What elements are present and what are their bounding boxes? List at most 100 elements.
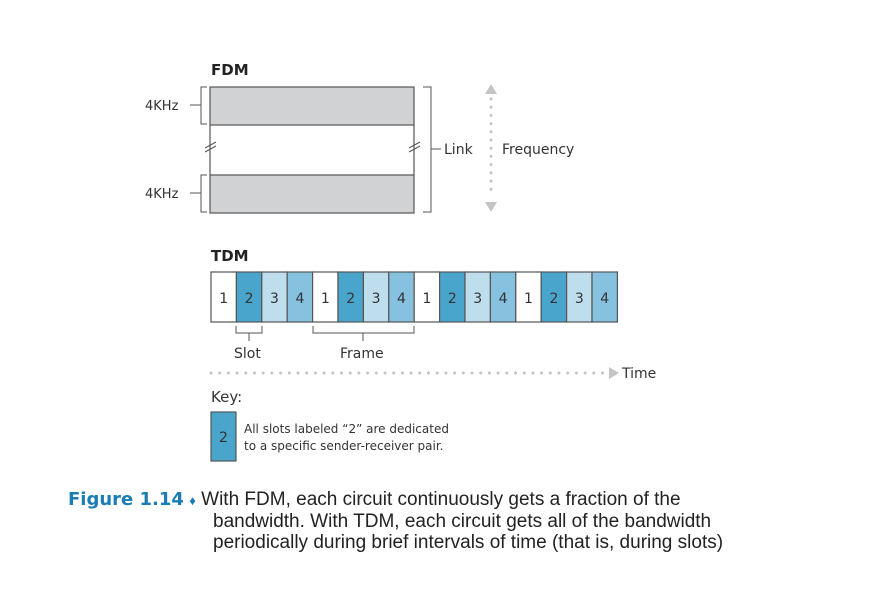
- key-sample-slot: [210, 411, 237, 462]
- band-label-top: 4KHz: [145, 99, 179, 114]
- dot: [409, 371, 413, 375]
- tdm-slot: 2: [337, 271, 364, 323]
- dot: [489, 113, 493, 117]
- fdm-title: FDM: [211, 61, 249, 79]
- tdm-slot-label: 3: [372, 291, 381, 307]
- dot: [479, 371, 483, 375]
- frame-label: Frame: [340, 346, 384, 362]
- key-description-line2: to a specific sender-receiver pair.: [244, 439, 443, 453]
- dot: [557, 371, 561, 375]
- dot: [489, 97, 493, 101]
- bracket-top-band: [190, 86, 207, 125]
- frequency-label: Frequency: [502, 142, 574, 158]
- dot: [489, 187, 493, 191]
- tdm-slot-label: 2: [346, 291, 355, 307]
- tdm-slot-label: 4: [499, 291, 508, 307]
- dot: [601, 371, 604, 375]
- tdm-slot-box: [312, 271, 339, 323]
- break-mark-left: [204, 141, 217, 153]
- dot: [489, 171, 493, 175]
- dot: [305, 371, 309, 375]
- caption-separator: ♦: [189, 493, 196, 508]
- dot: [279, 371, 283, 375]
- dot: [226, 371, 230, 375]
- dot: [470, 371, 474, 375]
- dot: [383, 371, 387, 375]
- dot: [435, 371, 439, 375]
- tdm-slot: 1: [210, 271, 237, 323]
- tdm-slot-label: 2: [549, 291, 558, 307]
- key-sample-slot-label: 2: [219, 430, 228, 446]
- tdm-slot: 3: [565, 271, 593, 323]
- frame-bracket: [312, 326, 415, 341]
- dot: [218, 371, 222, 375]
- caption-line1: With FDM, each circuit continuously gets…: [201, 489, 681, 510]
- tdm-slot-label: 1: [321, 291, 330, 307]
- tdm-slot-box: [591, 271, 618, 323]
- dot: [566, 371, 570, 375]
- tdm-slot-label: 2: [245, 291, 254, 307]
- dot: [418, 371, 422, 375]
- band-label-bottom: 4KHz: [145, 187, 179, 202]
- dot: [489, 146, 493, 150]
- dot: [244, 371, 248, 375]
- tdm-slot: 4: [591, 271, 618, 323]
- tdm-slot: 3: [362, 271, 390, 323]
- fdm-band-bottom: [209, 174, 415, 214]
- dot: [489, 138, 493, 142]
- time-label: Time: [621, 366, 656, 382]
- dot: [453, 371, 457, 375]
- dot: [322, 371, 326, 375]
- dot: [400, 371, 404, 375]
- dot: [540, 371, 544, 375]
- tdm-slot-label: 4: [600, 291, 609, 307]
- key-title: Key:: [211, 388, 242, 406]
- tdm-slot: 2: [235, 271, 263, 323]
- dot: [522, 371, 526, 375]
- caption-line3: periodically during brief intervals of t…: [213, 532, 724, 553]
- dot: [489, 154, 493, 158]
- dot: [489, 122, 493, 126]
- dot: [514, 371, 517, 375]
- tdm-title: TDM: [211, 247, 249, 265]
- tdm-slot-box: [235, 271, 263, 323]
- tdm-slot-box: [565, 271, 593, 323]
- tdm-slot-label: 1: [422, 291, 431, 307]
- dot: [461, 371, 465, 375]
- slot-label: Slot: [234, 346, 261, 362]
- dot: [392, 371, 396, 375]
- link-label: Link: [444, 142, 474, 158]
- dot: [505, 371, 509, 375]
- tdm-slot: 4: [388, 271, 415, 323]
- tdm-slot: 1: [413, 271, 441, 323]
- tdm-slot-label: 4: [295, 291, 304, 307]
- dot: [592, 371, 596, 375]
- dot: [348, 371, 352, 375]
- tdm-slot-label: 3: [473, 291, 482, 307]
- tdm-slot: 2: [439, 271, 466, 323]
- figure-caption: Figure 1.14 ♦ With FDM, each circuit con…: [68, 489, 828, 553]
- dot: [366, 371, 370, 375]
- dot: [209, 371, 213, 375]
- dot: [574, 371, 578, 375]
- dot: [489, 179, 493, 183]
- dot: [374, 371, 378, 375]
- dot: [340, 371, 343, 375]
- dot: [287, 371, 291, 375]
- tdm-slot: 1: [515, 271, 542, 323]
- tdm-slot-label: 3: [270, 291, 279, 307]
- dot: [496, 371, 500, 375]
- break-mark-right: [408, 141, 421, 153]
- tdm-slot: 3: [261, 271, 288, 323]
- tdm-slot-box: [489, 271, 517, 323]
- dot: [444, 371, 448, 375]
- dot: [489, 130, 493, 134]
- slot-bracket: [235, 326, 263, 341]
- frequency-arrow: [485, 84, 497, 212]
- tdm-slot-label: 3: [575, 291, 584, 307]
- dot: [253, 371, 256, 375]
- tdm-slot: 4: [489, 271, 517, 323]
- dot: [489, 105, 493, 109]
